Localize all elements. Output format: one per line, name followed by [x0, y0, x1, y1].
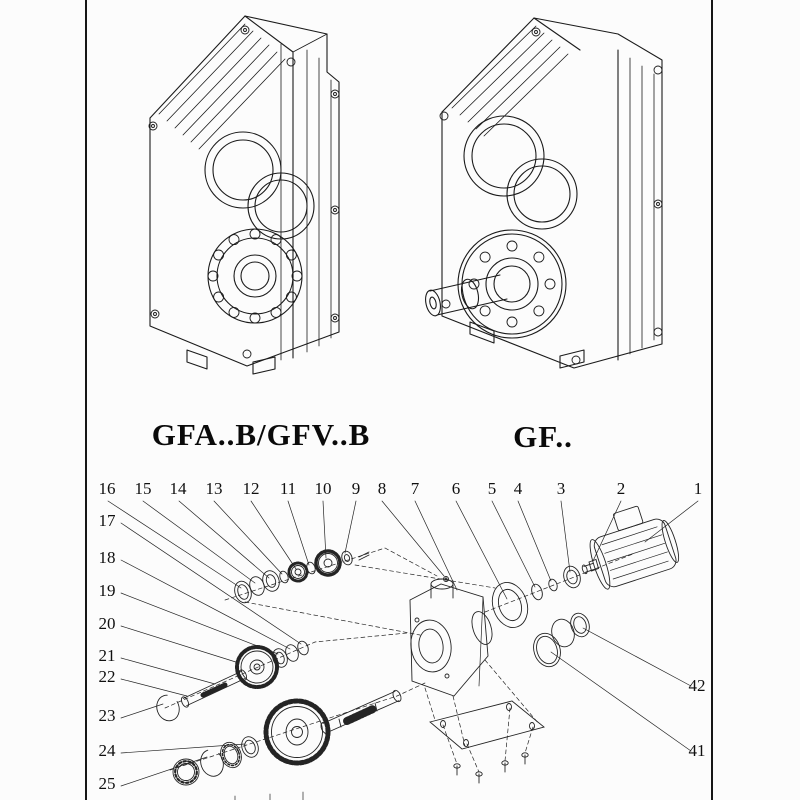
page-edge-right — [711, 0, 713, 800]
callout-25: 25 — [98, 774, 116, 793]
intermediate-shaft-parts — [156, 640, 309, 722]
bolts — [453, 752, 529, 784]
intermediate-gear — [235, 645, 279, 689]
callout-41: 41 — [688, 741, 706, 760]
callout-1: 1 — [693, 479, 703, 498]
motor-side-parts — [491, 558, 600, 628]
page-edge-left — [85, 0, 87, 800]
callout-11: 11 — [279, 479, 297, 498]
callout-4: 4 — [513, 479, 523, 498]
model-label-gfab-gfvb: GFA..B/GFV..B — [151, 417, 371, 452]
bolt-heads — [439, 27, 663, 365]
small-gear — [287, 561, 309, 583]
cooling-fins — [158, 23, 286, 150]
callout-8: 8 — [377, 479, 387, 498]
callout-19: 19 — [98, 581, 116, 600]
pinion-gear — [314, 549, 342, 577]
bolt-heads — [148, 25, 340, 359]
side-ribs — [629, 57, 655, 355]
callout-7: 7 — [410, 479, 420, 498]
gearbox-iso-drawing-left — [148, 15, 340, 375]
callout-3: 3 — [556, 479, 566, 498]
output-shaft-parts — [172, 689, 402, 786]
callout-13: 13 — [205, 479, 223, 498]
motor — [581, 505, 680, 590]
bore-circles — [204, 131, 315, 240]
callout-21: 21 — [98, 646, 116, 665]
bore-circles — [463, 115, 578, 230]
gasket-and-bolts — [429, 700, 545, 784]
callout-10: 10 — [314, 479, 332, 498]
main-gear — [263, 698, 331, 766]
callout-22: 22 — [98, 667, 116, 686]
callout-16: 16 — [98, 479, 116, 498]
callout-20: 20 — [98, 614, 116, 633]
mounting-feet — [186, 349, 276, 375]
mounting-feet — [469, 321, 585, 369]
housing — [409, 578, 493, 697]
cooling-fins — [451, 25, 569, 137]
callout-17: 17 — [98, 511, 116, 530]
output-rings — [533, 612, 590, 668]
leader-lines — [107, 500, 699, 800]
exploded-parts-diagram — [107, 500, 699, 800]
callout-24: 24 — [98, 741, 116, 760]
output-bearing — [207, 228, 303, 324]
callout-12: 12 — [242, 479, 260, 498]
output-shaft — [425, 274, 508, 317]
gearbox-iso-drawing-right — [425, 17, 663, 369]
roller-bearing — [172, 758, 200, 786]
callout-18: 18 — [98, 548, 116, 567]
output-flange — [457, 229, 567, 339]
callout-9: 9 — [351, 479, 361, 498]
callout-23: 23 — [98, 706, 116, 725]
callout-14: 14 — [169, 479, 187, 498]
assembly-axes — [164, 547, 634, 773]
callout-42: 42 — [688, 676, 706, 695]
model-label-gf: GF.. — [513, 419, 573, 454]
callout-2: 2 — [616, 479, 626, 498]
callout-15: 15 — [134, 479, 152, 498]
callout-6: 6 — [451, 479, 461, 498]
callout-5: 5 — [487, 479, 497, 498]
side-ribs — [280, 43, 332, 361]
